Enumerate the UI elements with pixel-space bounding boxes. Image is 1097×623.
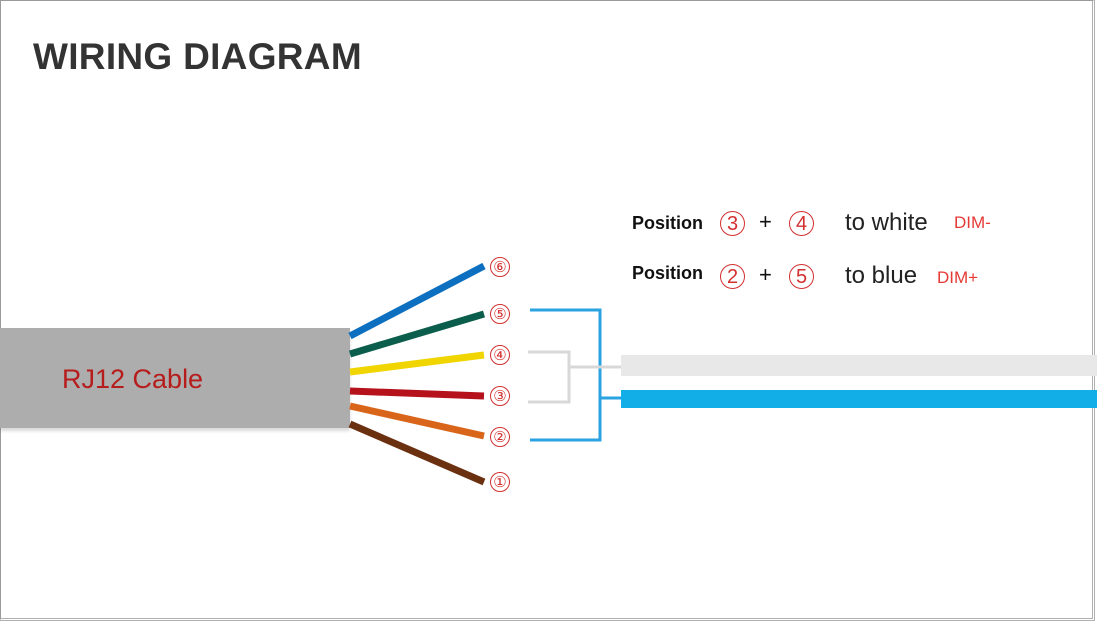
blue-output-wire xyxy=(621,390,1097,408)
bracket-white xyxy=(528,350,571,404)
note-1-position: Position xyxy=(632,213,703,233)
note-1-pin-a: 3 xyxy=(720,211,745,236)
note-1-signal: DIM- xyxy=(954,213,991,232)
note-2-pin-b: 5 xyxy=(789,264,814,289)
pin-label-1: ① xyxy=(490,472,510,492)
cable-label: RJ12 Cable xyxy=(62,364,204,394)
pin-label-2: ② xyxy=(490,427,510,447)
note-2-position: Position xyxy=(632,263,703,283)
wire-3 xyxy=(349,387,485,400)
note-2-signal: DIM+ xyxy=(937,268,979,287)
note-1-target: to white xyxy=(845,209,928,236)
rj12-cable-jacket xyxy=(0,328,350,428)
bracket-blue xyxy=(530,308,602,442)
note-1-plus: + xyxy=(759,209,772,234)
wire-4 xyxy=(349,351,485,376)
pin-label-4: ④ xyxy=(490,345,510,365)
note-2-plus: + xyxy=(759,262,772,287)
white-output-wire xyxy=(621,355,1097,376)
note-2-target: to blue xyxy=(845,262,918,289)
page-title: WIRING DIAGRAM xyxy=(33,36,362,77)
pin-label-6: ⑥ xyxy=(490,257,510,277)
wire-2 xyxy=(349,402,485,440)
wire-1 xyxy=(348,420,486,486)
wire-6 xyxy=(348,262,486,340)
wire-5 xyxy=(348,310,486,358)
pin-label-5: ⑤ xyxy=(490,304,510,324)
pin-label-3: ③ xyxy=(490,386,510,406)
note-1-pin-b: 4 xyxy=(789,211,814,236)
note-2-pin-a: 2 xyxy=(720,264,745,289)
